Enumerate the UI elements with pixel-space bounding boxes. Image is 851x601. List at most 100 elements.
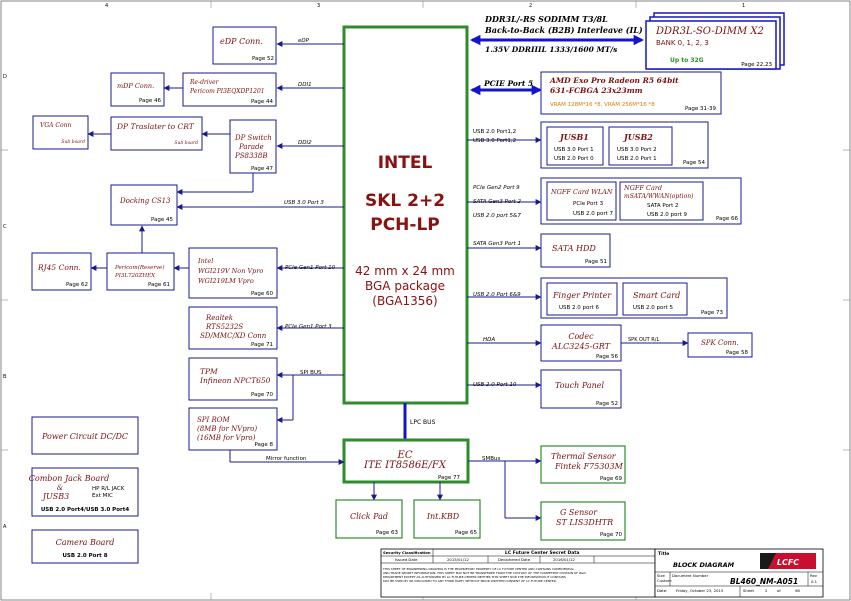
- cpu-package: BGA package: [365, 279, 445, 293]
- tb-note-1: THIS SHEET OF ENGINEERING DRAWING IS THE…: [382, 567, 574, 571]
- ddr-link-l2: Back-to-Back (B2B) Interleave (IL): [484, 25, 643, 35]
- jusb1-label: JUSB1: [558, 132, 589, 142]
- tb-sheet: 2: [765, 588, 768, 593]
- grid-left-b: B: [3, 374, 7, 380]
- gpu-name: AMD Exo Pro Radeon R5 64bit: [549, 76, 679, 85]
- ec-page: Page 77: [438, 475, 461, 481]
- rj45-block: RJ45 Conn. Page 62: [31, 252, 92, 291]
- smbus-label: SMBus: [482, 456, 500, 462]
- ngff-wlan-port-b: USB 2.0 port 7: [573, 211, 614, 217]
- finger-printer-name: Finger Printer: [552, 291, 612, 300]
- smart-card-port: USB 2.0 port 5: [633, 305, 674, 311]
- spi-rom-name: SPI ROM: [197, 416, 231, 424]
- clickpad-page: Page 63: [376, 530, 399, 536]
- camera-block: Camera Board USB 2.0 Port 8: [31, 529, 139, 564]
- cpu-line2: PCH-LP: [370, 215, 440, 235]
- finger-printer-port: USB 2.0 port 6: [559, 305, 600, 311]
- sata-page: Page 51: [585, 259, 607, 265]
- codec-name: Codec: [568, 332, 594, 341]
- gsensor-block: G Sensor ST LIS3DHTR Page 70: [540, 501, 626, 541]
- dp-switch-page: Page 47: [251, 166, 274, 172]
- combo-port: USB 2.0 Port4/USB 3.0 Port4: [41, 507, 130, 513]
- jusb1-port-a: USB 3.0 Port 1: [554, 147, 594, 153]
- cpu-name: INTEL: [378, 153, 433, 173]
- tb-doc-number: BL460_NM-A051: [730, 577, 798, 586]
- grid-labels: 4 3 2 1 D C B A: [3, 3, 745, 530]
- lcfc-logo-text: LCFC: [777, 558, 799, 567]
- tb-classification: LC Future Center Secret Data: [505, 550, 579, 556]
- finger-block: Finger Printer USB 2.0 port 6 Smart Card…: [540, 277, 728, 319]
- spi-rom-block: SPI ROM (8MB for NVpro) (16MB for Vpro) …: [188, 407, 278, 451]
- grid-top-3: 3: [317, 3, 320, 9]
- spk-bus: SPK OUT R/L: [628, 337, 659, 343]
- grid-left-c: C: [3, 224, 7, 230]
- smart-card-name: Smart Card: [633, 291, 680, 300]
- cpu-size: 42 mm x 24 mm: [355, 264, 455, 278]
- spk-page: Page 58: [726, 350, 749, 356]
- ddr-link-l1: DDR3L/-RS SODIMM T3/8L: [484, 14, 608, 24]
- jusb1-port-b: USB 2.0 Port 0: [554, 156, 594, 162]
- tb-rev-value: 0.1: [811, 579, 818, 584]
- tb-rev-label: Rev: [810, 573, 818, 578]
- dp-switch-part: PS8338B: [234, 152, 267, 160]
- tb-note-4: MAY BE USED BY OR DISCLOSED TO ANY THIRD…: [383, 579, 557, 583]
- lpc-bus-label: LPC BUS: [410, 419, 436, 426]
- pericom-page: Page 61: [148, 282, 170, 288]
- grid-top-4: 4: [105, 3, 108, 9]
- edp-name: eDP Conn.: [220, 37, 263, 46]
- ngff-wwan-port-a: SATA Port 2: [647, 203, 679, 209]
- grid-left-a: A: [3, 524, 7, 530]
- realtek-part: RTS5232S: [205, 323, 243, 331]
- ngff-block: NGFF Card WLAN PCIe Port 3 USB 2.0 port …: [540, 177, 742, 225]
- gsensor-page: Page 70: [600, 532, 623, 538]
- docking-name: Docking CS13: [119, 197, 171, 205]
- camera-name: Camera Board: [56, 538, 115, 547]
- realtek-page: Page 71: [251, 342, 273, 348]
- touch-block: Touch Panel Page 52: [540, 369, 622, 409]
- thermal-part: Fintek F75303M: [554, 462, 624, 471]
- tpm-page: Page 70: [251, 392, 274, 398]
- ddr-bank: BANK 0, 1, 2, 3: [656, 39, 709, 47]
- rtk-bus: PCIe Gen1 Port 3: [285, 324, 332, 330]
- touch-name: Touch Panel: [555, 381, 605, 390]
- clickpad-block: Click Pad Page 63: [335, 499, 403, 539]
- cpu-block: INTEL SKL 2+2 PCH-LP 42 mm x 24 mm BGA p…: [342, 25, 469, 405]
- docking-block: Docking CS13 Page 45: [110, 184, 178, 226]
- pericom-block: Pericom(Reserve) PI3L720ZHEX Page 61: [106, 252, 175, 291]
- tb-note-2: AND TRADE SECRET INFORMATION. THIS SHEET…: [383, 571, 586, 575]
- gsensor-part: ST LIS3DHTR: [556, 518, 613, 527]
- touch-page: Page 52: [596, 401, 618, 407]
- sata-name: SATA HDD: [552, 244, 596, 253]
- vga-sub: Sub board: [61, 139, 85, 145]
- power-name: Power Circuit DC/DC: [41, 432, 128, 441]
- finger-bus: USB 2.0 Port 6&9: [473, 292, 521, 298]
- ddr-capacity: Up to 32G: [670, 57, 704, 64]
- tb-date: Friday, October 23, 2015: [676, 588, 724, 593]
- dp-translater-sub: Sub board: [174, 140, 198, 146]
- ngff-bus2: SATA Gen3 Port 2: [473, 199, 521, 205]
- pericom-part: PI3L720ZHEX: [114, 273, 156, 279]
- tb-of: of: [777, 588, 781, 593]
- dock-bus: USB 3.0 Port 3: [284, 200, 324, 206]
- tpm-name: TPM: [200, 367, 218, 376]
- spk-name: SPK Conn.: [701, 339, 739, 347]
- mdp-page: Page 46: [139, 98, 162, 104]
- power-block: Power Circuit DC/DC: [31, 416, 139, 455]
- ngff-wwan-label: NGFF Card: [623, 184, 662, 192]
- jusb2-port-b: USB 2.0 Port 1: [617, 156, 657, 162]
- dp-switch-vendor: Parade: [238, 143, 264, 151]
- ddr-page: Page 22,23: [741, 62, 772, 68]
- spi-bus-label: SPI BUS: [300, 370, 322, 376]
- tb-deciphered-date: 2016/01/12: [553, 557, 575, 562]
- tb-note-3: DEPARTMENT EXCEPT AS AUTHORIZED BY LC FU…: [383, 575, 566, 579]
- combo-side2: Ext MIC: [92, 493, 113, 499]
- cpu-package-code: (BGA1356): [372, 294, 437, 308]
- lan-bus: PCIe Gen1 Port 10: [285, 265, 336, 271]
- clickpad-name: Click Pad: [350, 512, 388, 521]
- pericom-name: Pericom(Reserve): [114, 264, 164, 271]
- tb-total: 98: [795, 588, 800, 593]
- gpu-package: 631-FCBGA 23x23mm: [550, 86, 643, 95]
- kbd-name: Int.KBD: [426, 512, 460, 521]
- jusb-page: Page 54: [683, 160, 706, 166]
- ngff-bus1: PCIe Gen2 Port 9: [473, 185, 520, 191]
